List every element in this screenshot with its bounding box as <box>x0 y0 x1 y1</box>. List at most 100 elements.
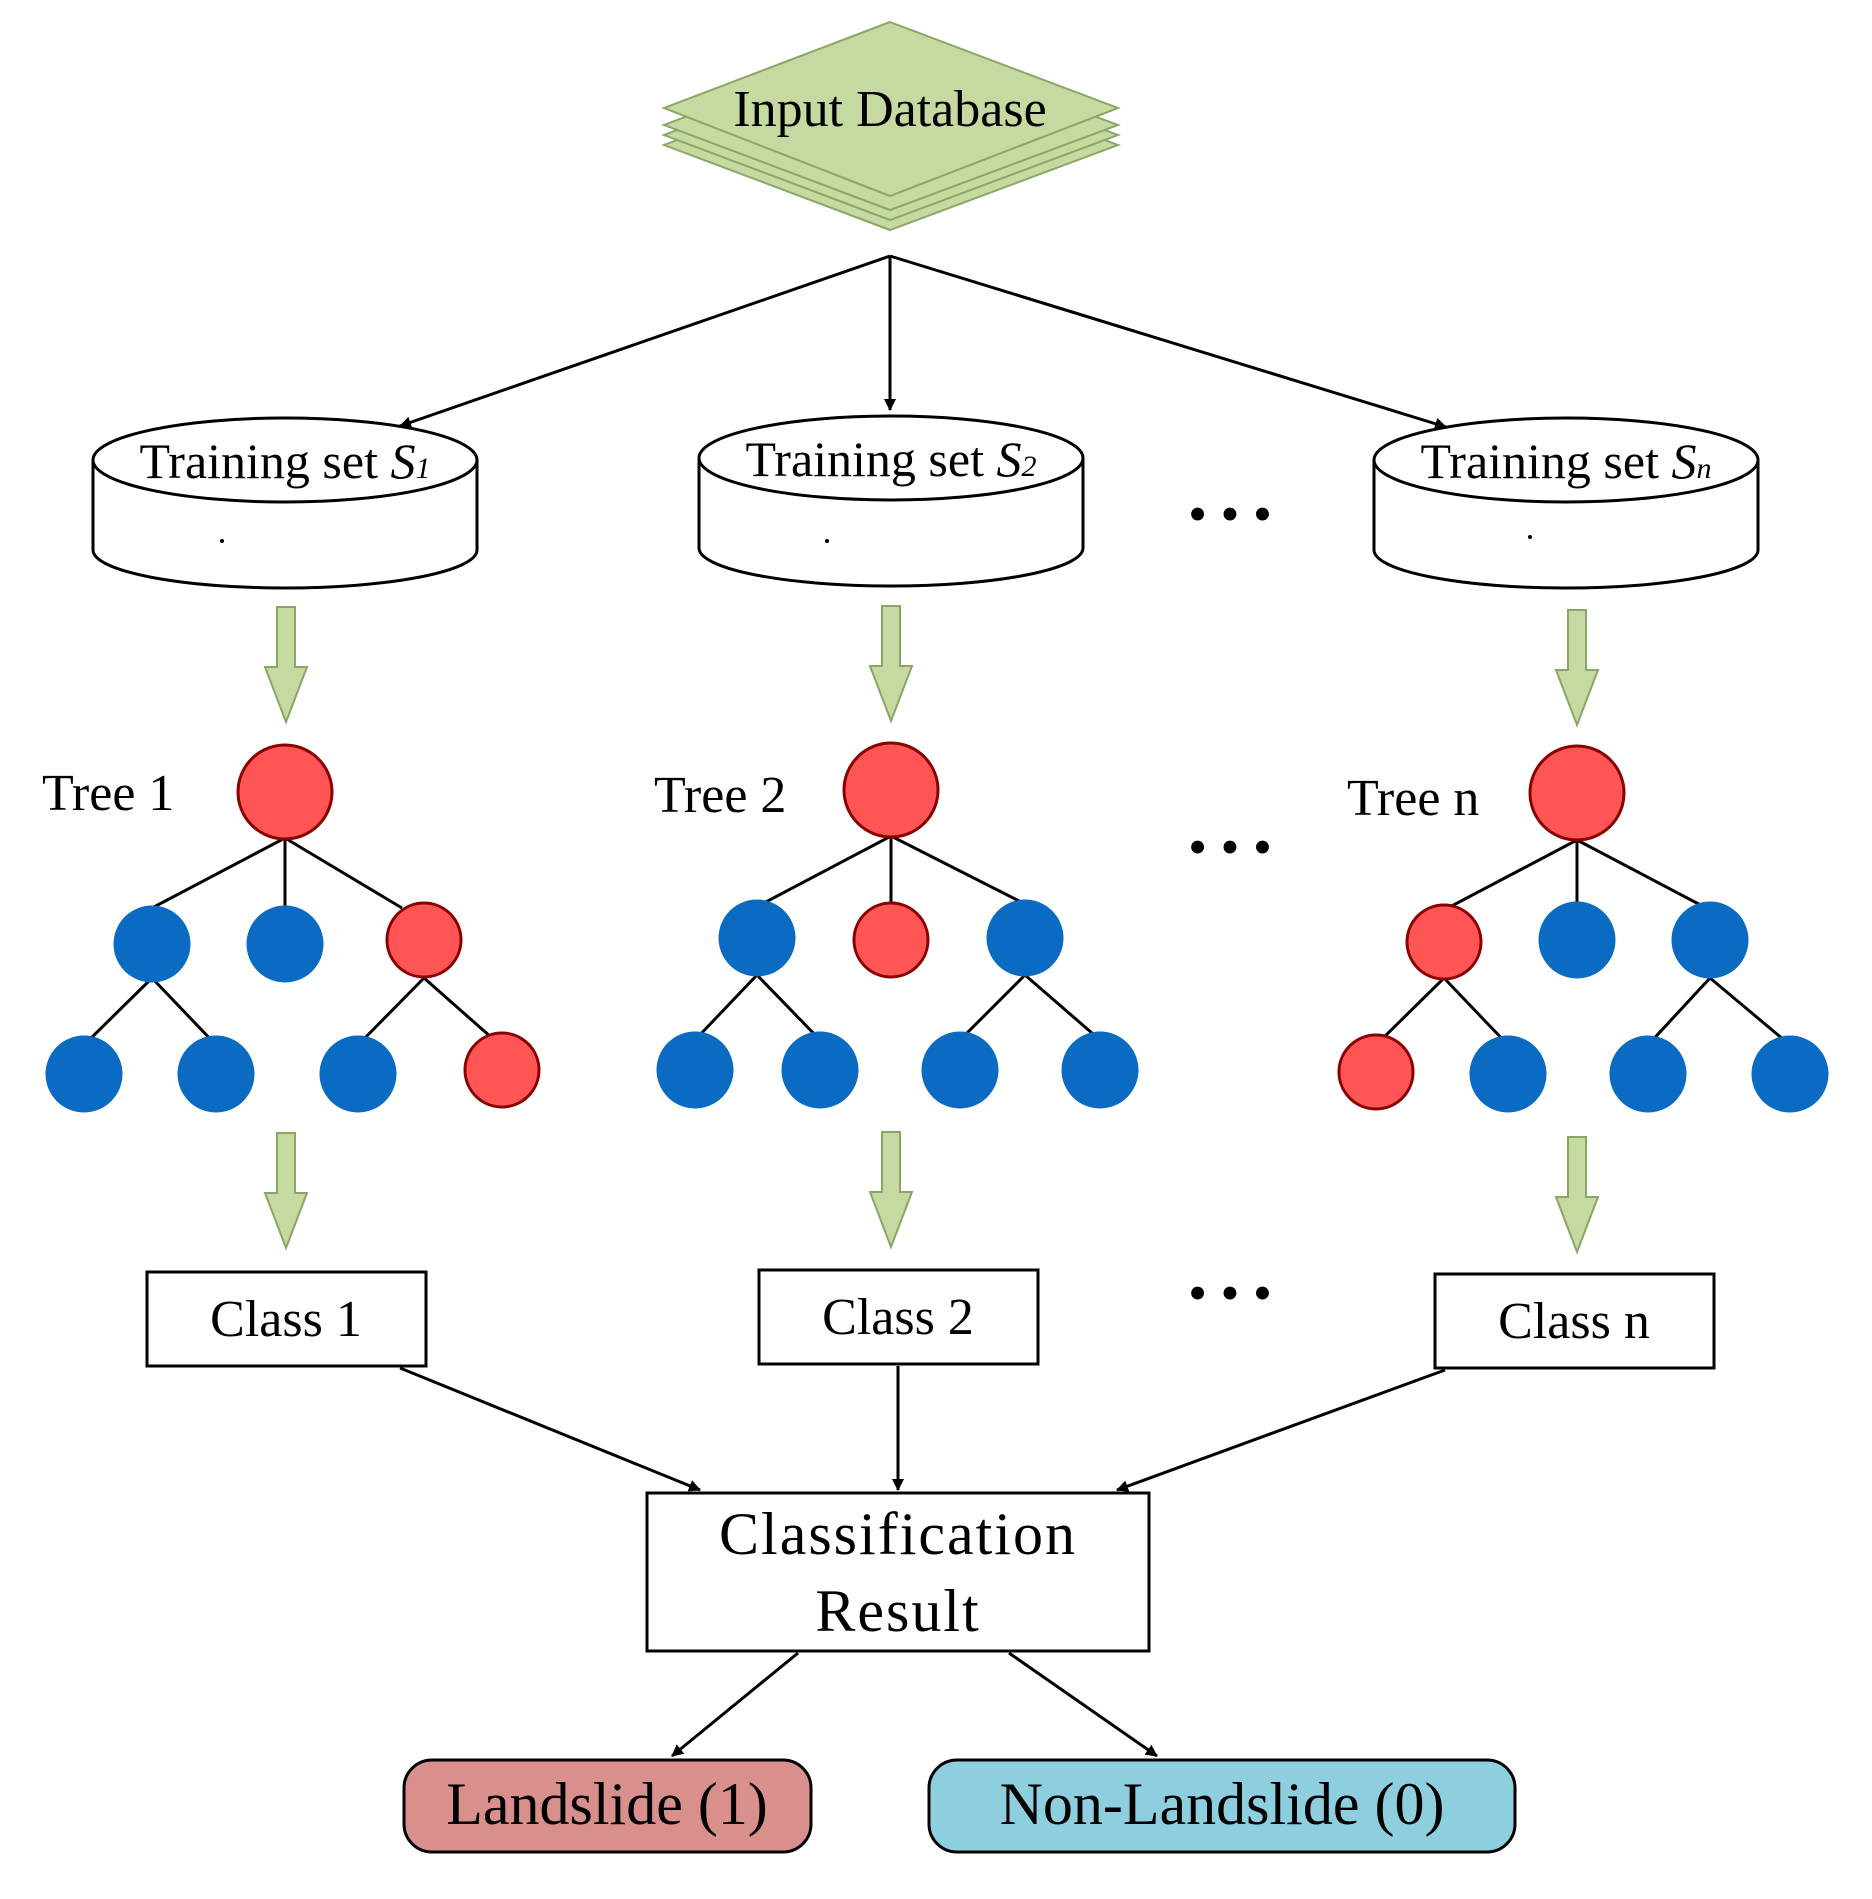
tree-leaf <box>1609 1035 1687 1113</box>
class-label: Class 1 <box>210 1291 362 1348</box>
database-arrows <box>399 254 1447 430</box>
tree-edge <box>151 836 286 910</box>
result-label-line-2: Result <box>815 1578 980 1644</box>
tree-edge <box>1024 973 1101 1042</box>
training-set-symbol: S <box>1671 433 1696 489</box>
input-database: Input Database <box>661 20 1121 232</box>
training-set-label: Training set Sn <box>1421 433 1712 489</box>
tree-label-2: Tree 2 <box>654 767 786 824</box>
class-box <box>757 1268 1040 1366</box>
down-arrow-icon <box>263 606 309 725</box>
training-set-n: Training set Sn <box>1372 416 1760 590</box>
tree-node <box>385 901 463 979</box>
class-box <box>145 1270 428 1368</box>
cylinder-top <box>1372 416 1760 504</box>
tree-edge <box>958 973 1027 1042</box>
training-set-symbol: S <box>390 433 415 489</box>
green-arrows-row-1 <box>263 605 1600 728</box>
class-1: Class 1 <box>145 1270 428 1368</box>
tree-edge <box>423 976 501 1047</box>
tree-edge <box>890 834 1026 906</box>
tree-leaf <box>781 1031 859 1109</box>
tree-2 <box>656 741 1139 1109</box>
tree-edge <box>1646 976 1712 1047</box>
tree-node <box>1538 901 1616 979</box>
tree-n <box>1337 744 1829 1113</box>
down-arrow-icon <box>1554 609 1600 728</box>
arrow-to-training-set-n <box>889 254 1447 430</box>
cylinder-top <box>697 414 1085 502</box>
tree-leaf <box>177 1035 255 1113</box>
ellipsis: • • • <box>1188 484 1272 544</box>
tree-1 <box>45 743 541 1113</box>
tree-node-root <box>1528 744 1626 842</box>
input-database-label: Input Database <box>733 81 1046 138</box>
non-landslide-box <box>927 1758 1517 1854</box>
class-n: Class n <box>1433 1272 1716 1370</box>
cylinder-top <box>91 416 479 504</box>
tree-edge <box>1442 976 1510 1047</box>
down-arrow-icon <box>263 1132 309 1251</box>
tree-edge <box>150 976 218 1047</box>
arrow-class-n-to-result <box>1116 1368 1446 1492</box>
tree-edge <box>1576 838 1711 912</box>
arrow-to-training-set-1 <box>399 254 891 429</box>
tree-leaf <box>1751 1035 1829 1113</box>
tree-leaf <box>1061 1031 1139 1109</box>
tree-node <box>986 899 1064 977</box>
training-set-subscript: 1 <box>415 452 430 485</box>
tree-edge <box>755 973 822 1042</box>
arrow-to-non-landslide <box>1008 1651 1158 1758</box>
tree-node <box>1671 901 1749 979</box>
tree-leaf <box>45 1035 123 1113</box>
outcome-arrows <box>671 1651 1158 1758</box>
training-set-symbol: S <box>996 431 1021 487</box>
cylinder-dot <box>220 539 224 543</box>
tree-leaf <box>656 1031 734 1109</box>
cylinder-dot <box>825 539 829 543</box>
down-arrow-icon <box>868 1131 914 1250</box>
tree-edges <box>82 836 501 1047</box>
tree-node-root <box>842 741 940 839</box>
tree-edge <box>761 834 892 906</box>
down-arrow-icon <box>868 605 914 724</box>
tree-edge <box>1709 976 1791 1047</box>
cylinder-dot <box>1528 535 1532 539</box>
tree-edge <box>1443 838 1578 912</box>
tree-label-n: Tree n <box>1347 770 1479 827</box>
landslide-box <box>402 1758 813 1854</box>
tree-edge <box>82 976 154 1047</box>
outcome-non-landslide: Non-Landslide (0) <box>927 1758 1517 1854</box>
ellipsis: • • • <box>1188 817 1272 877</box>
classification-result: Classification Result <box>645 1491 1151 1653</box>
tree-edge <box>284 836 403 910</box>
training-set-1: Training set S1 <box>91 416 479 590</box>
training-set-prefix: Training set <box>746 431 997 487</box>
arrow-class-1-to-result <box>399 1366 701 1492</box>
training-set-subscript: 2 <box>1021 450 1036 483</box>
training-set-2: Training set S2 <box>697 414 1085 588</box>
tree-edges <box>693 834 1101 1042</box>
class-box <box>1433 1272 1716 1370</box>
non-landslide-label: Non-Landslide (0) <box>1000 1771 1445 1837</box>
tree-node <box>1405 903 1483 981</box>
class-label: Class n <box>1498 1293 1650 1350</box>
class-arrows <box>399 1366 1446 1492</box>
down-arrow-icon <box>1554 1136 1600 1255</box>
tree-leaf <box>1469 1035 1547 1113</box>
class-2: Class 2 <box>757 1268 1040 1366</box>
tree-leaf <box>1337 1033 1415 1111</box>
tree-leaf <box>921 1031 999 1109</box>
tree-edge <box>1374 976 1446 1047</box>
training-set-subscript: n <box>1696 452 1711 485</box>
tree-node <box>246 905 324 983</box>
tree-node <box>852 901 930 979</box>
landslide-label: Landslide (1) <box>446 1771 768 1837</box>
tree-node <box>113 905 191 983</box>
ellipsis: • • • <box>1188 1263 1272 1323</box>
tree-edge <box>693 973 759 1042</box>
tree-label-1: Tree 1 <box>42 765 174 822</box>
result-box <box>645 1491 1151 1653</box>
class-label: Class 2 <box>822 1289 974 1346</box>
